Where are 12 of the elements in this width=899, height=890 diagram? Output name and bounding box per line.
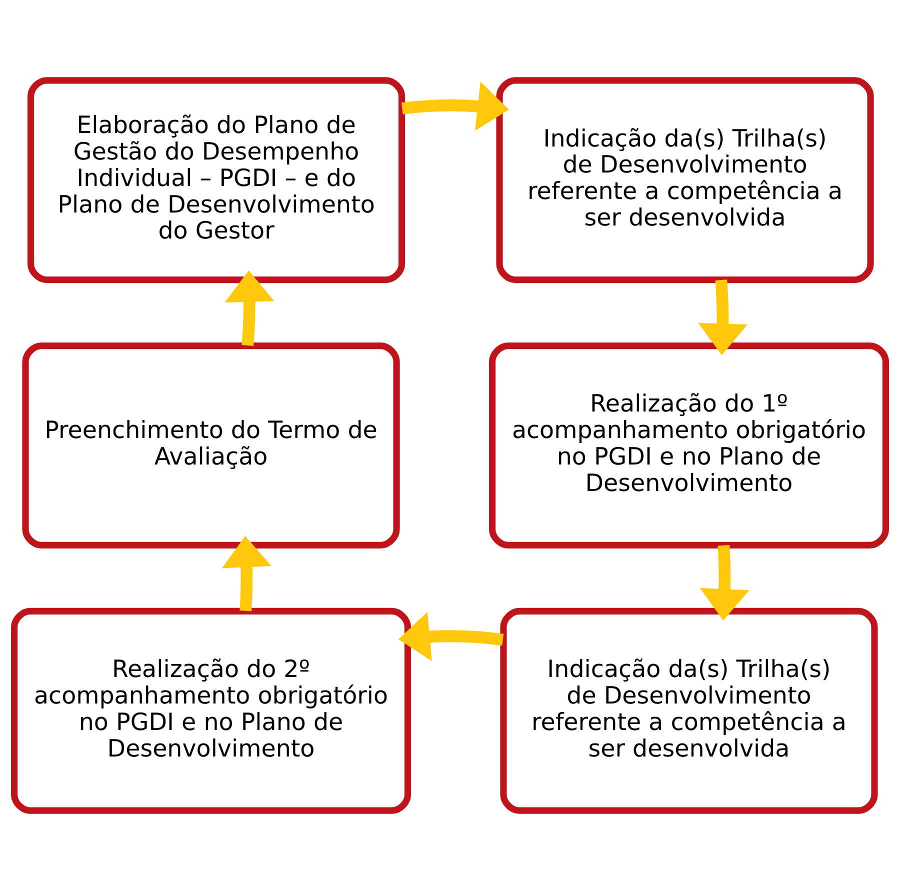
node-box: Realização do 1º acompanhamento obrigatório no PGDI e no Plano de Desenvolvimento [488, 342, 889, 548]
node-box: Indicação da(s) Trilha(s) de Desenvolvimento referente a competência a ser desenvolvida [496, 76, 874, 283]
node-box: Indicação da(s) Trilha(s) de Desenvolvimento referente a competência a ser desenvolvida [500, 607, 878, 814]
arrow [698, 279, 748, 355]
node-box: Preenchimento do Termo de Avaliação [22, 342, 400, 548]
arrow [398, 611, 504, 661]
arrow [699, 544, 749, 620]
node-box: Elaboração do Plano de Gestão do Desempenho Individual – PGDI – e do Plano de Desenvolvimento do Gestor [26, 76, 405, 283]
arrow [224, 270, 274, 346]
arrow [400, 81, 508, 130]
arrow [221, 535, 271, 611]
node-box: Realização do 2º acompanhamento obrigatório no PGDI e no Plano de Desenvolvimento [10, 607, 411, 814]
